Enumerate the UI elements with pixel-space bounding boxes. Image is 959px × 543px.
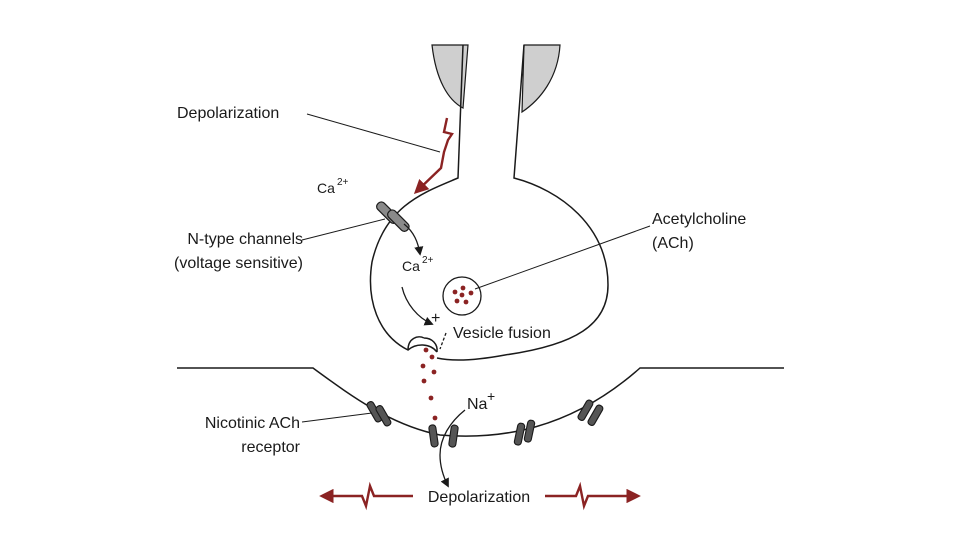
receptor-icon-center-right [513,419,536,446]
left-myelin-sheath [431,44,469,109]
depolarization-leader [306,113,441,153]
nicotinic-label-line2: receptor [241,439,300,456]
n-type-channel-icon [376,201,410,232]
depolarization-bottom-label: Depolarization [428,489,530,506]
receptor-icon-right [577,399,604,426]
calcium-outside-label: Ca [317,180,335,196]
nicotinic-leader [301,412,373,423]
fusion-dashed-line [439,332,447,350]
presynaptic-terminal-outline [369,44,464,353]
receptor-icon-center-left [428,424,459,448]
sodium-entry-arrow [439,409,466,488]
depolarization-top-label: Depolarization [177,105,279,122]
sodium-label: Na [467,396,488,413]
plus-sign: + [431,310,440,327]
n-type-label-line2: (voltage sensitive) [174,255,303,272]
right-myelin-sheath [521,44,561,114]
calcium-inside-superscript: 2+ [422,255,434,266]
n-type-leader [301,218,386,241]
acetylcholine-leader [474,225,651,290]
n-type-label-line1: N-type channels [187,231,303,248]
calcium-to-fusion-arrow [401,286,434,326]
fusing-vesicle-opening [407,336,438,353]
acetylcholine-label-line1: Acetylcholine [652,211,746,228]
sodium-superscript: + [487,388,495,404]
presynaptic-terminal-outline-right [436,44,609,361]
axon-depolarization-wave [413,117,454,194]
vesicle-fusion-label: Vesicle fusion [453,325,551,342]
released-ach-dots [420,347,438,421]
calcium-inside-label: Ca [402,258,420,274]
nicotinic-label-line1: Nicotinic ACh [205,415,300,432]
calcium-outside-superscript: 2+ [337,177,349,188]
nicotinic-receptor-icon [366,401,392,427]
acetylcholine-label-line2: (ACh) [652,235,694,252]
acetylcholine-vesicle [442,276,482,316]
calcium-entry-arrow [403,223,424,256]
postsynaptic-depolarization-arrow [319,481,641,511]
